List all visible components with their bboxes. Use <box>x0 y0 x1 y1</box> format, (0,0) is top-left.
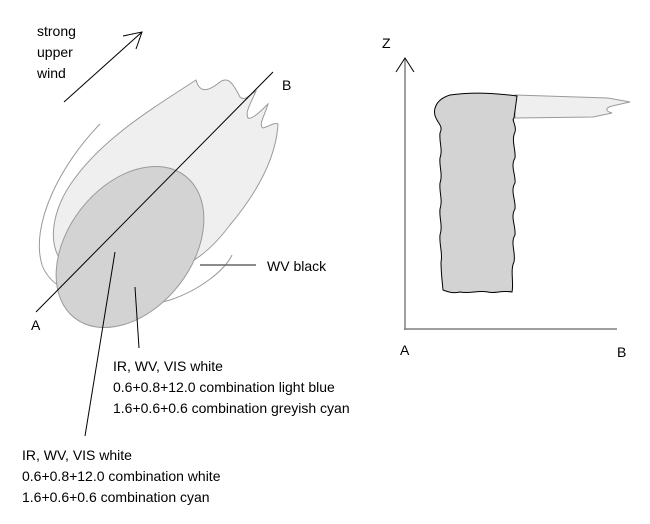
core-label-line-3: 1.6+0.6+0.6 combination cyan <box>22 489 210 505</box>
core-label-line-1: IR, WV, VIS white <box>22 447 132 463</box>
wv-black-label: WV black <box>267 258 327 274</box>
anvil-plume <box>514 94 631 119</box>
core-leader-line <box>84 251 116 437</box>
outer-zone-label-line-3: 1.6+0.6+0.6 combination greyish cyan <box>113 400 350 416</box>
outer-zone-label-line-2: 0.6+0.8+12.0 combination light blue <box>113 379 335 395</box>
cumulonimbus-tower <box>434 92 518 294</box>
core-label-line-2: 0.6+0.8+12.0 combination white <box>22 468 221 484</box>
convective-core <box>55 165 205 329</box>
z-axis <box>395 57 415 330</box>
x-axis-start-label: A <box>400 342 410 358</box>
wind-label-line-3: wind <box>36 65 66 81</box>
z-axis-label: Z <box>382 35 391 51</box>
section-end-label: B <box>282 77 291 93</box>
section-start-label: A <box>31 317 41 333</box>
outer-zone-label-line-1: IR, WV, VIS white <box>113 358 223 374</box>
wind-label-line-1: strong <box>37 23 76 39</box>
outer-zone-leader-line <box>134 286 140 349</box>
wind-arrow-icon <box>63 31 143 103</box>
x-axis-end-label: B <box>617 344 626 360</box>
wind-label-line-2: upper <box>37 44 73 60</box>
section-line-a-b <box>35 71 274 313</box>
